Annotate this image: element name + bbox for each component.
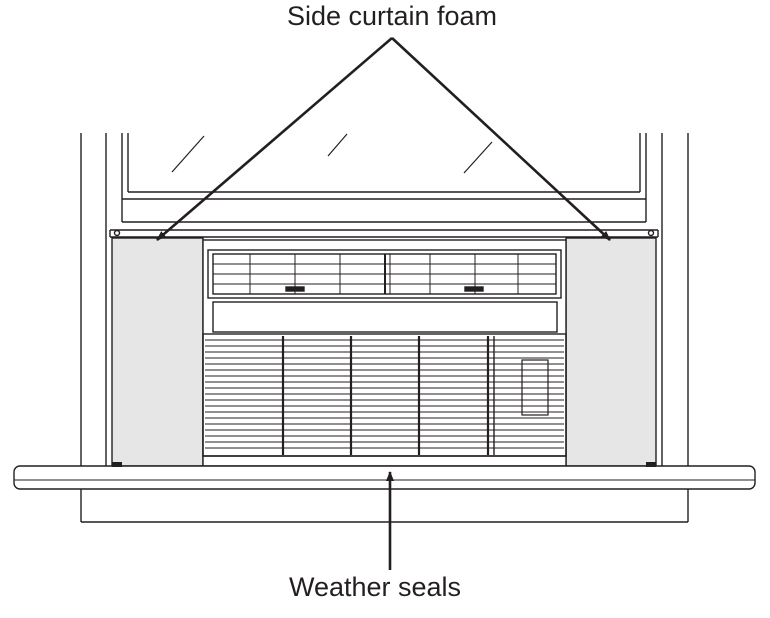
window-frame (80, 133, 689, 523)
air-conditioner-unit (202, 239, 567, 467)
side-curtain-foam-right (565, 237, 657, 467)
weather-seal-left (112, 462, 122, 467)
foam-arrow-right (391, 37, 611, 241)
window-sash (121, 133, 647, 223)
foam-arrow-left (156, 37, 393, 241)
callout-arrows (156, 37, 611, 570)
intake-grille-slats (205, 336, 564, 455)
side-curtain-foam-left (111, 237, 204, 467)
glass-reflection-marks (171, 133, 493, 174)
weather-seal-right (646, 462, 656, 467)
installation-rail (109, 229, 659, 238)
side-curtain-foam-label: Side curtain foam (286, 1, 498, 31)
window-sill (13, 465, 756, 490)
weather-seals-label: Weather seals (288, 572, 462, 602)
